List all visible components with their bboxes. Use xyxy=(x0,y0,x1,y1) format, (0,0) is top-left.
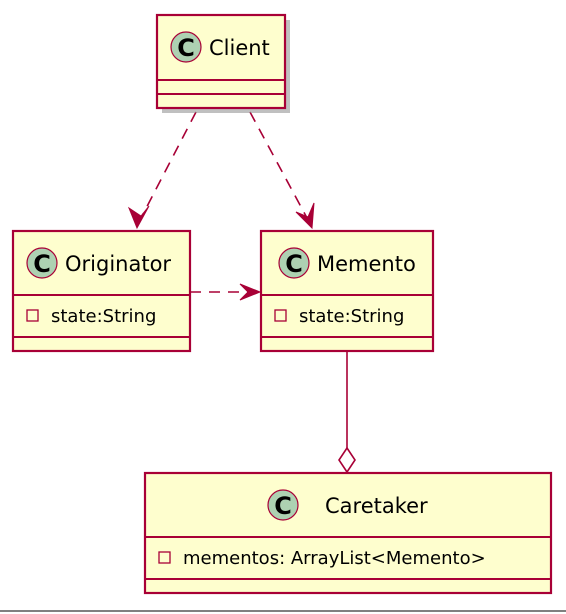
class-memento: C Memento state:String xyxy=(259,229,435,353)
class-originator: C Originator state:String xyxy=(11,229,192,353)
class-stereotype-icon: C xyxy=(278,247,310,279)
class-name: Client xyxy=(209,36,270,60)
svg-text:C: C xyxy=(274,492,292,520)
attribute: state:String xyxy=(299,306,404,327)
class-stereotype-icon: C xyxy=(26,247,58,279)
private-visibility-icon xyxy=(274,309,287,322)
class-caretaker: C Caretaker mementos: ArrayList<Memento> xyxy=(143,471,553,595)
svg-text:C: C xyxy=(285,250,303,278)
attribute: mementos: ArrayList<Memento> xyxy=(183,548,486,569)
svg-text:C: C xyxy=(177,34,195,62)
svg-text:C: C xyxy=(33,250,51,278)
class-client: C Client xyxy=(155,13,290,113)
open-arrowhead-icon xyxy=(127,205,150,230)
class-stereotype-icon: C xyxy=(267,489,299,521)
edge-originator-memento xyxy=(190,283,262,301)
class-name: Caretaker xyxy=(325,494,428,518)
edge-caretaker-memento xyxy=(338,350,356,474)
attribute: state:String xyxy=(51,306,156,327)
class-name: Memento xyxy=(317,252,416,276)
edge-client-originator xyxy=(127,111,197,230)
open-arrowhead-icon xyxy=(295,202,315,230)
open-arrowhead-icon xyxy=(239,283,262,301)
edge-client-memento xyxy=(249,111,315,230)
class-stereotype-icon: C xyxy=(170,31,202,63)
private-visibility-icon xyxy=(158,551,171,564)
private-visibility-icon xyxy=(26,309,39,322)
aggregation-diamond-icon xyxy=(338,446,356,474)
class-name: Originator xyxy=(65,252,171,276)
